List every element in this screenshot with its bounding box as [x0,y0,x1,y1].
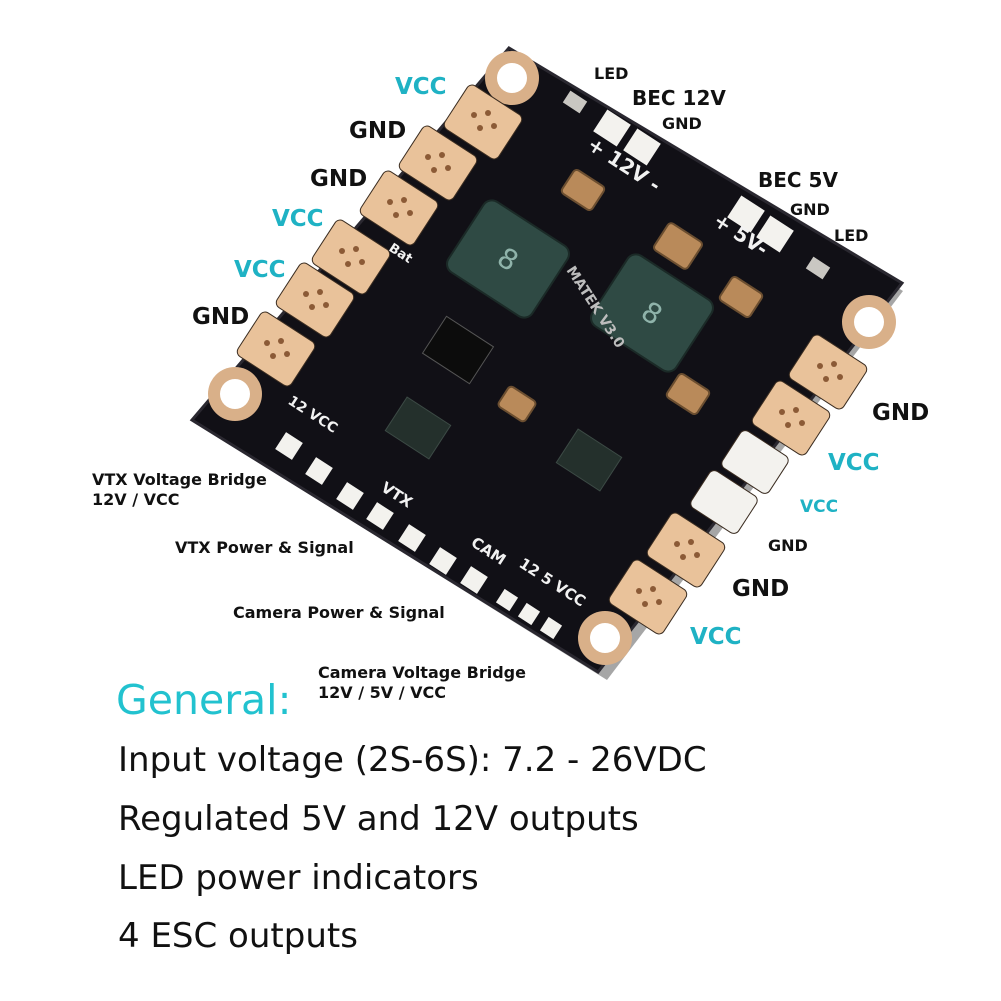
inductor: 8 [446,199,570,319]
inductor: 8 [590,253,714,373]
mount-hole [208,367,262,421]
label-bec-12v-gnd: GND [662,114,702,133]
solder-pad [275,262,355,338]
pad-vias [264,110,843,607]
solder-pad [398,125,478,201]
label-right-vcc-2: VCC [690,624,742,650]
spec-input-voltage: Input voltage (2S-6S): 7.2 - 26VDC [118,740,707,780]
label-right-gnd-2: GND [732,576,790,602]
mosfet-ic [384,396,452,460]
capacitor [497,385,537,423]
vtx-cam-pads [275,432,563,640]
mosfet-ic [555,428,623,492]
label-bec-5v: BEC 5V [758,168,838,192]
note-cam-bridge: Camera Voltage Bridge 12V / 5V / VCC [318,663,526,703]
led-indicator [562,90,588,114]
label-right-vcc-small: VCC [800,497,839,517]
label-led-right: LED [834,226,869,245]
solder-pad [359,170,439,246]
solder-pad [311,219,391,295]
solder-pad [690,470,758,534]
label-bec-5v-gnd: GND [790,200,830,219]
mount-hole [842,295,896,349]
label-left-vcc-1: VCC [272,206,324,232]
label-left-vcc-2: VCC [234,257,286,283]
spec-regulated-outputs: Regulated 5V and 12V outputs [118,799,639,839]
solder-pad [646,512,726,588]
led-indicator [805,256,831,280]
note-vtx-power: VTX Power & Signal [175,538,354,557]
capacitor [653,222,703,270]
label-left-gnd-1: GND [349,118,407,144]
capacitor [718,275,764,319]
note-cam-bridge-line2: 12V / 5V / VCC [318,683,446,702]
mount-hole [485,51,539,105]
solder-pad [788,334,868,410]
solder-pad [751,380,831,456]
general-heading: General: [116,676,292,724]
note-cam-bridge-line1: Camera Voltage Bridge [318,663,526,682]
solder-pad [443,84,523,160]
bec-5v-pads [727,195,794,253]
label-left-gnd-2: GND [310,166,368,192]
label-right-gnd-small: GND [768,536,808,555]
label-right-gnd-1: GND [872,400,930,426]
solder-pad [721,430,789,494]
label-right-vcc-1: VCC [828,450,880,476]
note-vtx-bridge-line1: VTX Voltage Bridge [92,470,267,489]
capacitor [560,168,606,212]
bec-12v-pads [593,109,661,166]
spec-esc-outputs: 4 ESC outputs [118,916,358,956]
solder-pad [236,311,316,387]
label-top-vcc: VCC [395,74,447,100]
label-bec-12v: BEC 12V [632,86,726,110]
mount-hole [578,611,632,665]
solder-pad [608,559,688,635]
note-vtx-bridge-line2: 12V / VCC [92,490,180,509]
note-cam-power: Camera Power & Signal [233,603,445,622]
note-vtx-bridge: VTX Voltage Bridge 12V / VCC [92,470,267,510]
label-led-top: LED [594,64,629,83]
label-left-gnd-3: GND [192,304,250,330]
spec-led-indicators: LED power indicators [118,858,479,898]
pcb: 8 8 [189,46,905,680]
regulator-ic [421,315,495,385]
capacitor [665,372,711,416]
